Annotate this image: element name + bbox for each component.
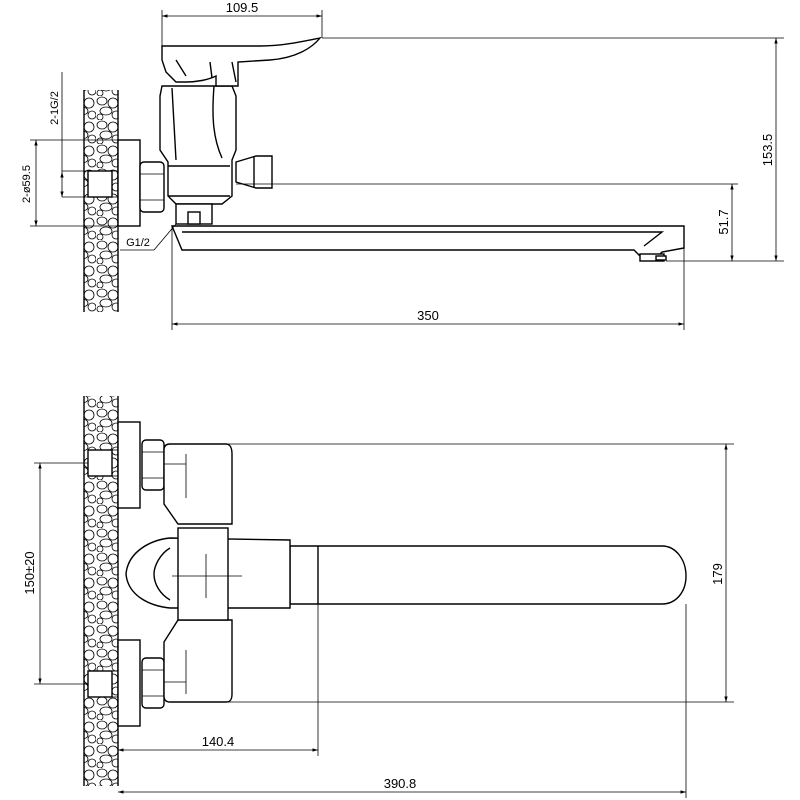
dim-spout-height: 51.7 <box>716 183 738 261</box>
inlet-pipe-top <box>87 170 113 198</box>
upper-inlet-bottom <box>87 421 165 509</box>
dim-handle-length-label: 109.5 <box>226 0 259 15</box>
dim-inlet-thread: 2-1G/2 <box>49 72 88 198</box>
dim-handle-length: 109.5 <box>161 0 323 46</box>
dim-center-distance: 150±20 <box>22 462 88 685</box>
dim-inlet-thread-label: 2-1G/2 <box>49 91 61 125</box>
lower-inlet-bottom <box>87 639 165 727</box>
dim-body-height: 179 <box>226 443 734 703</box>
dim-total-length-label: 390.8 <box>384 776 417 791</box>
dim-body-height-label: 179 <box>710 563 725 585</box>
mixer-body-bottom <box>163 443 233 703</box>
spout-top <box>170 225 685 262</box>
dim-inlet-diameter-label: 2-ø59.5 <box>21 165 33 203</box>
lever-handle-top <box>161 36 322 87</box>
lever-handle-bottom <box>125 527 291 621</box>
dim-total-height: 153.5 <box>322 37 784 262</box>
dim-inlet-diameter: 2-ø59.5 <box>21 139 118 227</box>
dim-spout-height-label: 51.7 <box>716 209 731 234</box>
dim-body-depth-label: 140.4 <box>202 734 235 749</box>
diverter-knob-top <box>235 155 273 189</box>
dim-total-height-label: 153.5 <box>760 134 775 167</box>
wall-flange-top <box>117 139 141 227</box>
dim-outlet-thread: G1/2 <box>120 223 177 251</box>
mixer-body-top <box>159 85 237 225</box>
dim-total-length: 390.8 <box>118 604 687 798</box>
dim-spout-reach-label: 350 <box>417 308 439 323</box>
top-view: 109.5 153.5 51.7 350 2-1G/2 <box>21 0 784 330</box>
bottom-view: 150±20 179 140.4 390.8 <box>22 396 734 798</box>
eccentric-nut-top <box>139 161 165 213</box>
dim-body-depth: 140.4 <box>117 604 319 756</box>
dim-spout-reach: 350 <box>171 226 685 330</box>
dim-center-distance-label: 150±20 <box>22 551 37 594</box>
wall-top <box>83 90 119 312</box>
spout-bottom <box>289 545 687 605</box>
dim-outlet-thread-label: G1/2 <box>126 237 150 249</box>
